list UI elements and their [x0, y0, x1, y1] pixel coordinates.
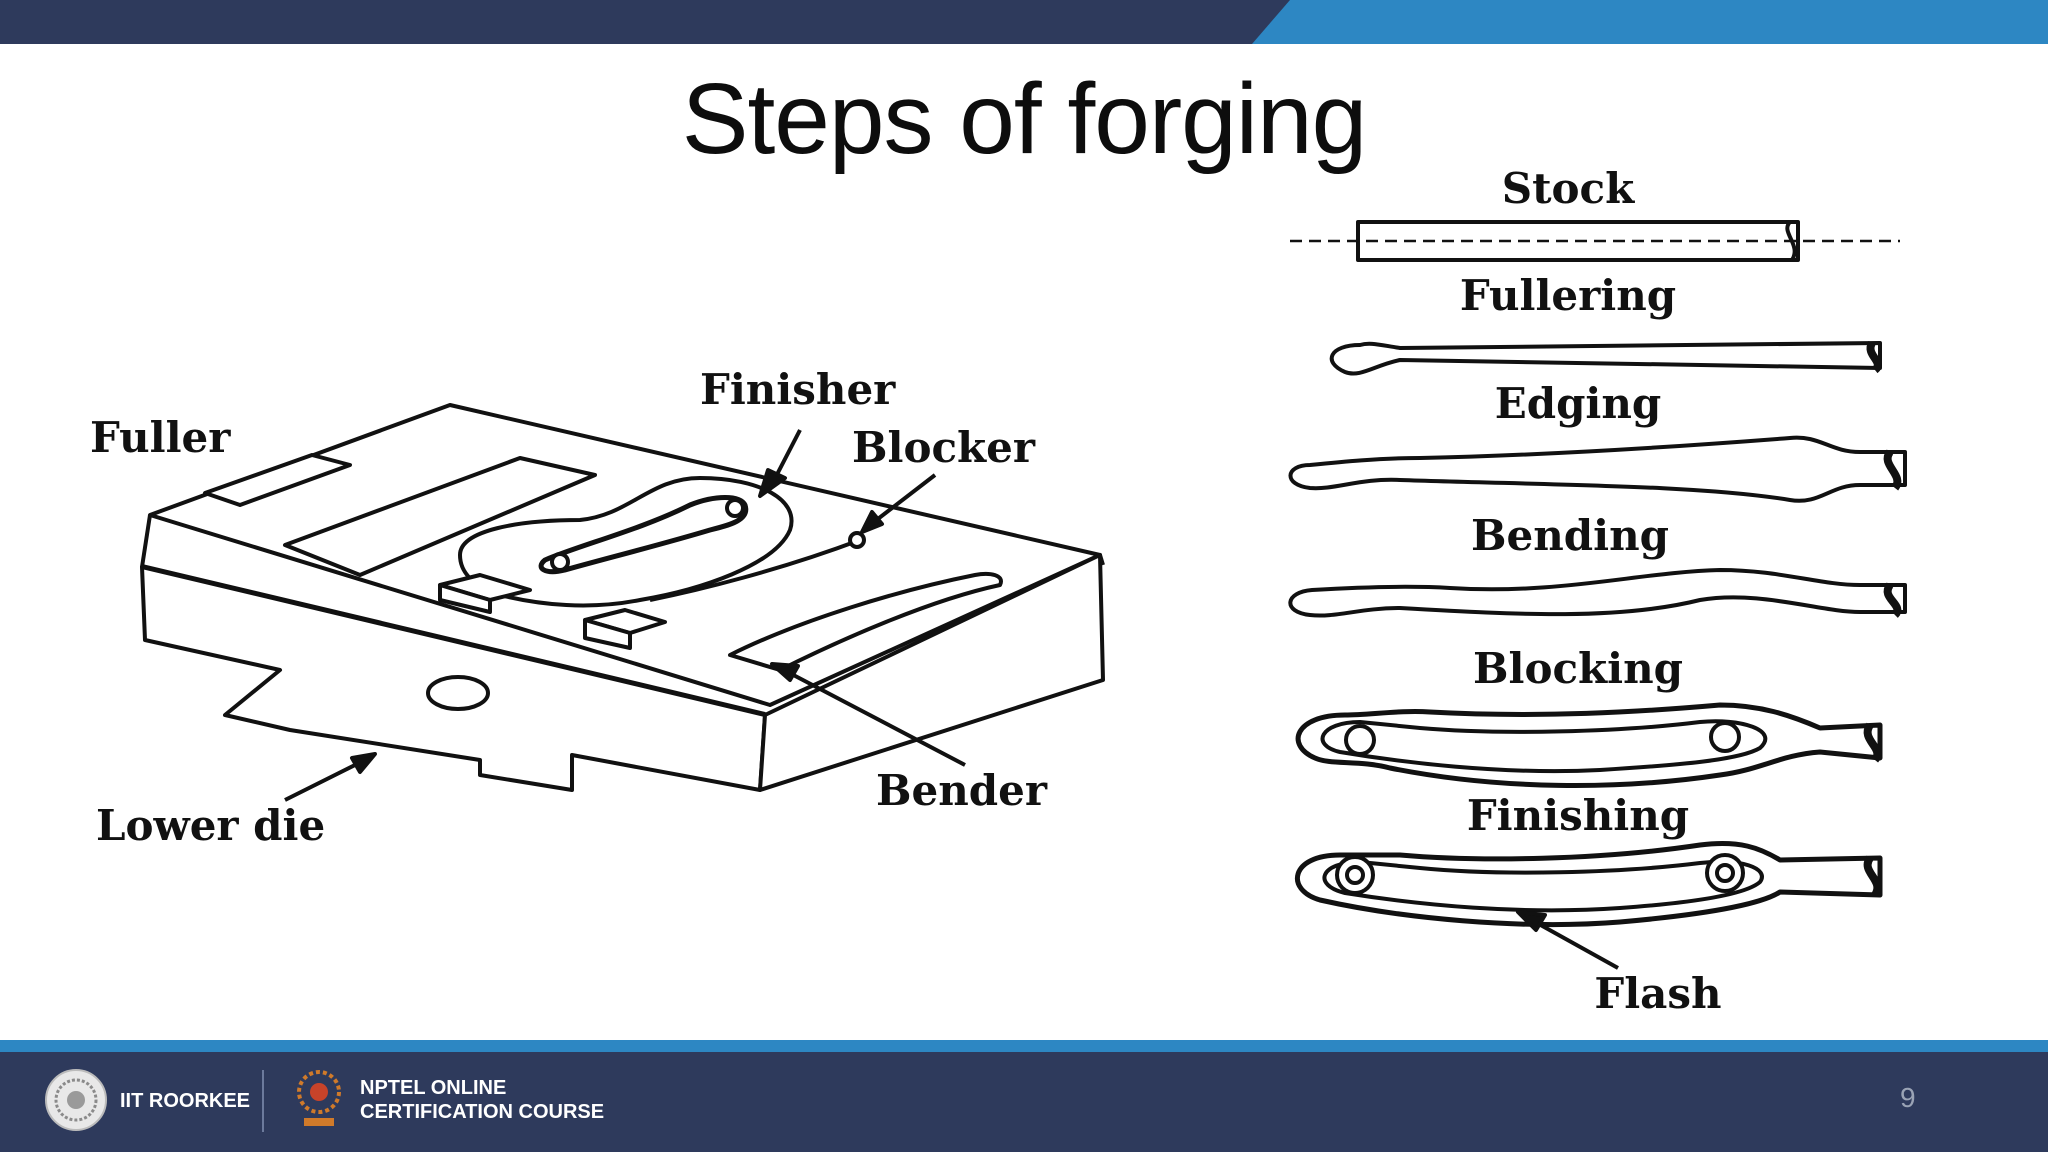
label-lower-die: Lower die [96, 801, 325, 850]
step-label-finishing: Finishing [1467, 791, 1689, 840]
forging-steps-drawing [1288, 220, 1907, 970]
label-bender: Bender [876, 766, 1048, 815]
step-label-bending: Bending [1471, 511, 1669, 560]
slide-title: Steps of forging [681, 63, 1367, 175]
label-flash: Flash [1594, 969, 1721, 1018]
nptel-logo-icon [297, 1070, 341, 1126]
footer-course-line2: CERTIFICATION COURSE [360, 1101, 605, 1123]
step-label-edging: Edging [1495, 379, 1662, 428]
footer-course: NPTEL ONLINE CERTIFICATION COURSE [360, 1076, 604, 1124]
label-finisher: Finisher [700, 365, 896, 414]
step-label-blocking: Blocking [1473, 644, 1683, 693]
footer-bar [0, 1040, 2048, 1152]
footer-institute: IIT ROORKEE [120, 1090, 251, 1112]
footer-course-line1: NPTEL ONLINE [360, 1077, 507, 1099]
header-bar [0, 0, 2048, 44]
label-blocker: Blocker [852, 423, 1036, 472]
step-label-fullering: Fullering [1460, 271, 1676, 320]
label-fuller: Fuller [90, 413, 231, 462]
page-number: 9 [1900, 1082, 1916, 1113]
footer-divider [262, 1070, 264, 1132]
forging-figure: Fuller Finisher Blocker Bender Lower die [90, 164, 1907, 1018]
iit-roorkee-logo-icon [45, 1069, 107, 1131]
die-block-drawing [140, 403, 1105, 802]
footer-stripe [0, 1040, 2048, 1052]
step-label-stock: Stock [1502, 164, 1635, 213]
